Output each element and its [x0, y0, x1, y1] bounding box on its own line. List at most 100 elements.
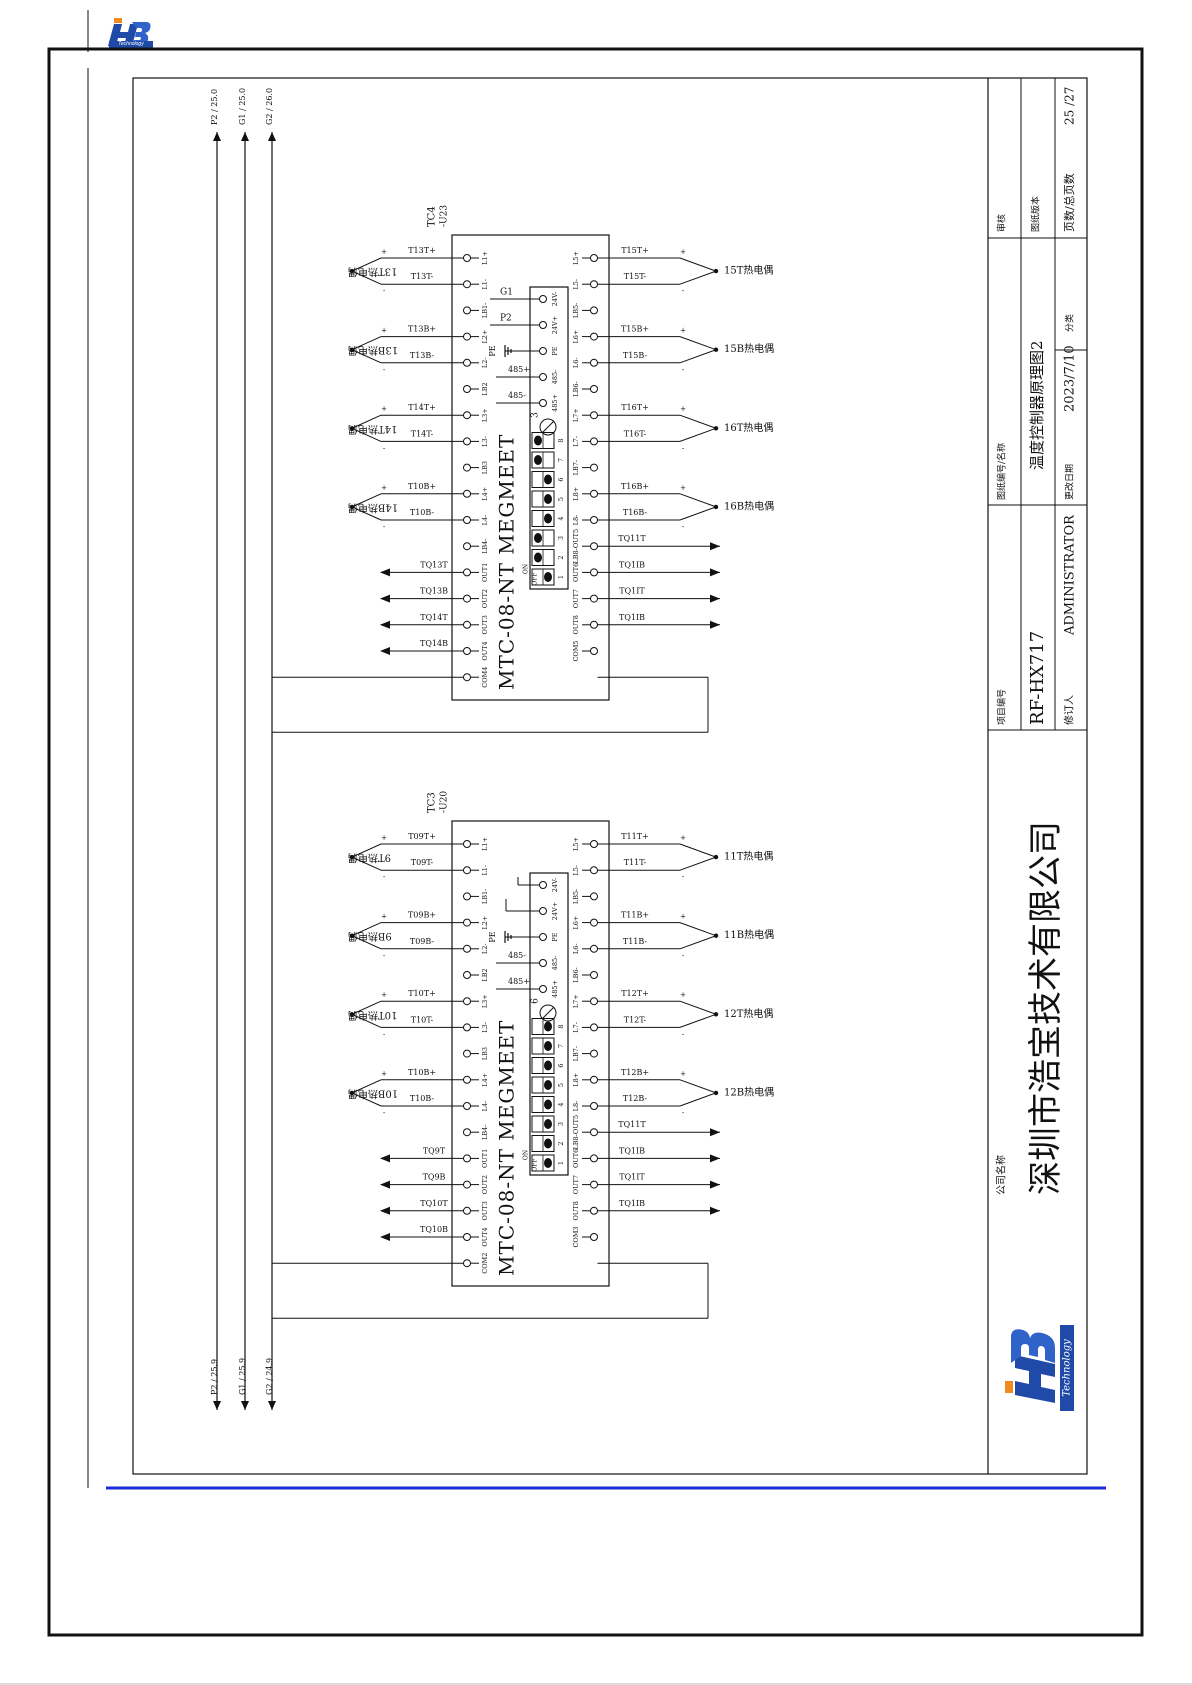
- tc-plus-label: T09B+: [408, 911, 436, 920]
- tc-sign-plus: +: [680, 913, 686, 921]
- pin-label-left: LB2: [481, 382, 489, 395]
- pin-label-right: L5+: [572, 837, 580, 851]
- pin-label-left: L1+: [481, 837, 489, 851]
- comm-pin-label: 24V+: [551, 316, 559, 334]
- pin-label-right: L7-: [572, 1022, 580, 1033]
- tc-sign-minus: -: [383, 444, 386, 452]
- pin-terminal-right: [590, 489, 598, 498]
- pin-label-left: OUT2: [481, 589, 489, 608]
- pin-label-right: COM3: [572, 1226, 580, 1247]
- company-logo-icon: Technology: [1005, 1325, 1074, 1411]
- pin-label-right: LB5-: [572, 303, 580, 318]
- pin-terminal-left: [463, 866, 471, 875]
- dip-panel: [529, 872, 569, 1176]
- output-arrow-right: [710, 568, 720, 577]
- dip-knob: [544, 1158, 552, 1168]
- pin-terminal-right: [590, 1233, 598, 1241]
- header-logo: [108, 16, 154, 48]
- tc-junction-lines: [679, 336, 718, 364]
- output-arrow-right: [710, 1180, 720, 1189]
- output-label-right: TQ1IT: [619, 1173, 645, 1182]
- pin-terminal-right: [590, 918, 598, 927]
- comm-terminal: [539, 295, 547, 303]
- tc-sign-minus: -: [682, 444, 685, 452]
- comm-terminal: [539, 881, 547, 889]
- tc-plus-label: T11B+: [621, 911, 649, 920]
- tc-sign-plus: +: [381, 327, 387, 335]
- tc-name-right: 12B热电偶: [724, 1085, 774, 1098]
- comm-pin-label: 24V-: [551, 292, 559, 307]
- rotary-switch-needle: [541, 420, 555, 434]
- output-label-left: TQ13T: [420, 560, 448, 569]
- dip-off-label: OFF: [532, 1158, 539, 1171]
- pin-label-right: LB8-OUT5: [572, 529, 580, 564]
- tc-name-right: 15T热电偶: [724, 264, 773, 277]
- pin-terminal-left: [463, 673, 471, 682]
- comm-label-pe: PE: [488, 345, 497, 356]
- pin-terminal-right: [590, 306, 598, 315]
- dip-index: 1: [557, 1161, 565, 1165]
- pin-terminal-right: [590, 1206, 598, 1215]
- drawing-value: 温度控制器原理图2: [1028, 340, 1046, 470]
- logo-word: Technology: [1062, 1339, 1073, 1397]
- bus-label-bottom: G2 / 24.9: [265, 1358, 274, 1395]
- comm-pin-label: 485-: [551, 956, 559, 971]
- output-label-right: TQ11T: [618, 1120, 646, 1129]
- pin-label-left: LB1-: [481, 303, 489, 318]
- pin-terminal-right: [590, 463, 598, 472]
- company-label: 公司名称: [995, 1155, 1008, 1195]
- pin-label-right: L6+: [572, 916, 580, 930]
- pin-terminal-right: [590, 332, 598, 341]
- pin-terminal-right: [590, 568, 598, 577]
- tc-name-left: 14T热电偶: [348, 423, 397, 436]
- dip-knob: [544, 1060, 552, 1071]
- pin-label-left: L2+: [481, 330, 489, 344]
- tc-sign-minus: -: [383, 366, 386, 374]
- dip-knob: [534, 435, 542, 446]
- company-name: 深圳市浩宝技术有限公司: [1026, 821, 1066, 1195]
- comm-label-g1: G1: [500, 288, 513, 298]
- pin-terminal-left: [463, 280, 471, 289]
- output-label-left: TQ14T: [420, 613, 448, 622]
- pin-terminal-left: [463, 594, 471, 603]
- tc-name-left: 13T热电偶: [348, 266, 397, 279]
- pin-label-right: LB7-: [572, 1046, 580, 1061]
- comm-terminal: [539, 959, 547, 967]
- tc-junction-lines: [679, 257, 718, 285]
- pin-terminal-left: [463, 647, 471, 655]
- pin-label-left: L1-: [481, 279, 489, 290]
- pin-label-right: LB5-: [572, 889, 580, 904]
- pin-terminal-left: [463, 1049, 471, 1058]
- pin-terminal-right: [590, 1023, 598, 1032]
- tc-minus-label: T15B-: [623, 351, 648, 360]
- comm-pin-label: 24V+: [551, 902, 559, 920]
- pin-terminal-left: [463, 437, 471, 446]
- pin-terminal-right: [590, 971, 598, 979]
- tc-plus-label: T16T+: [621, 403, 649, 412]
- pin-terminal-left: [463, 568, 471, 577]
- dip-index: 8: [557, 438, 565, 442]
- pin-label-left: OUT1: [481, 563, 489, 582]
- tc-sign-plus: +: [680, 248, 686, 256]
- output-arrow-left: [380, 1180, 390, 1189]
- pin-terminal-right: [590, 840, 598, 848]
- pin-terminal-right: [590, 385, 598, 393]
- dip-index: 2: [557, 1141, 565, 1145]
- output-label-right: TQ1IB: [619, 1146, 645, 1155]
- pin-terminal-left: [463, 1180, 471, 1189]
- tc-minus-label: T12B-: [623, 1094, 648, 1103]
- output-arrow-right: [710, 620, 720, 629]
- pin-label-right: L5-: [572, 279, 580, 290]
- outer-border: [47, 47, 1144, 1637]
- tc-junction-dot: [349, 347, 355, 352]
- pin-label-right: L6+: [572, 330, 580, 344]
- tc-sign-minus: -: [682, 366, 685, 374]
- tc-sign-minus: -: [682, 873, 685, 881]
- pin-label-left: L3+: [481, 408, 489, 422]
- pin-label-right: LB8-OUT5: [572, 1115, 580, 1150]
- pin-label-left: L4-: [481, 515, 489, 526]
- pin-label-left: LB2: [481, 968, 489, 981]
- output-arrow-right: [710, 1206, 720, 1215]
- tc-sign-minus: -: [682, 1109, 685, 1117]
